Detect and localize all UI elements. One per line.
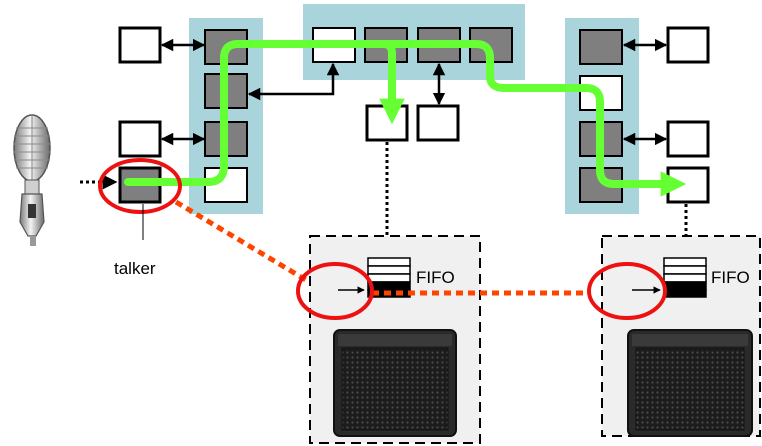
speaker-icon xyxy=(333,329,457,437)
fifo-left-label: FIFO xyxy=(416,268,455,287)
microphone-icon xyxy=(13,114,51,246)
talker-label: talker xyxy=(114,259,156,278)
fifo-right-stack xyxy=(663,257,707,298)
stream-path xyxy=(124,40,687,197)
links xyxy=(160,38,668,146)
speaker-icon xyxy=(627,329,753,437)
fifo-right-label: FIFO xyxy=(711,268,750,287)
sync-lines xyxy=(174,199,590,296)
highlight-rings xyxy=(98,158,667,320)
